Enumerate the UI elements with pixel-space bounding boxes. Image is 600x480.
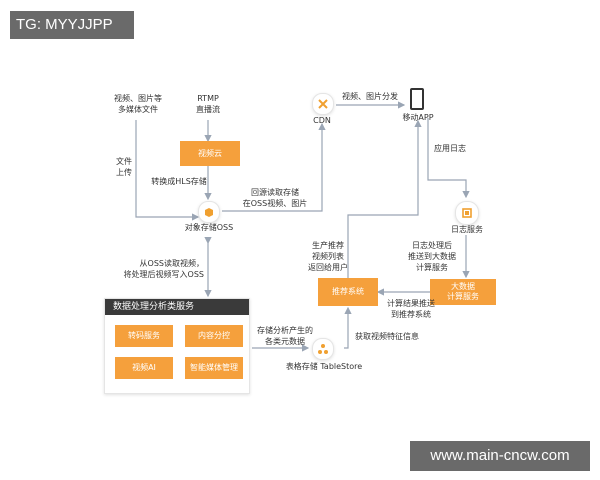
video-cloud-box: 视频云: [180, 141, 240, 166]
processing-panel: 数据处理分析类服务 转码服务 内容分控 视频AI 智能媒体管理: [104, 298, 250, 394]
processing-title: 数据处理分析类服务: [105, 299, 249, 315]
file-upload-label: 文件 上传: [116, 157, 132, 177]
distribute-label: 视频、图片分发: [342, 92, 398, 101]
media-management-box: 智能媒体管理: [185, 357, 243, 379]
arrow-recommend-to-app: [347, 119, 422, 278]
rtmp-label: RTMP 直播流: [196, 94, 220, 114]
arrow-tablestore-to-recommend: [344, 306, 352, 349]
mobile-app-label: 移动APP: [402, 113, 434, 122]
recommend-system-box: 推荐系统: [318, 278, 378, 306]
cdn-label: CDN: [313, 116, 331, 125]
log-service-label: 日志服务: [451, 225, 483, 234]
video-ai-box: 视频AI: [115, 357, 173, 379]
compute-result-label: 计算结果推送 到推荐系统: [387, 299, 435, 319]
arrow-oss-to-cdn: [222, 122, 326, 212]
arrow-app-to-log: [427, 118, 470, 199]
tablestore-label: 表格存储 TableStore: [285, 362, 363, 371]
bigdata-box: 大数据 计算服务: [430, 279, 496, 305]
get-features-label: 获取视频特征信息: [355, 332, 419, 341]
recommend-list-label: 生产推荐 视频列表 返回给用户: [308, 241, 348, 272]
cdn-icon: [312, 93, 334, 115]
arrow-upload-to-oss: [135, 120, 200, 221]
read-oss-label: 从OSS读取视频， 将处理后视频写入OSS: [123, 259, 204, 279]
oss-label: 对象存储OSS: [184, 223, 234, 232]
transcoding-box: 转码服务: [115, 325, 173, 347]
log-processed-label: 日志处理后 推送到大数据 计算服务: [408, 241, 456, 272]
store-metadata-label: 存储分析产生的 各类元数据: [257, 326, 313, 346]
watermark-top-left: TG: MYYJJPP: [10, 11, 134, 39]
content-moderation-box: 内容分控: [185, 325, 243, 347]
watermark-bottom-right: www.main-cncw.com: [410, 441, 590, 471]
oss-icon: [198, 201, 220, 223]
tablestore-icon: [312, 338, 334, 360]
convert-hls-label: 转换成HLS存储: [151, 177, 207, 186]
log-service-icon: [455, 201, 479, 225]
origin-pull-label: 回源读取存储 在OSS视频、图片: [242, 188, 308, 208]
media-files-label: 视频、图片等 多媒体文件: [114, 94, 162, 114]
mobile-app-icon: [410, 88, 424, 110]
app-log-label: 应用日志: [434, 144, 466, 153]
